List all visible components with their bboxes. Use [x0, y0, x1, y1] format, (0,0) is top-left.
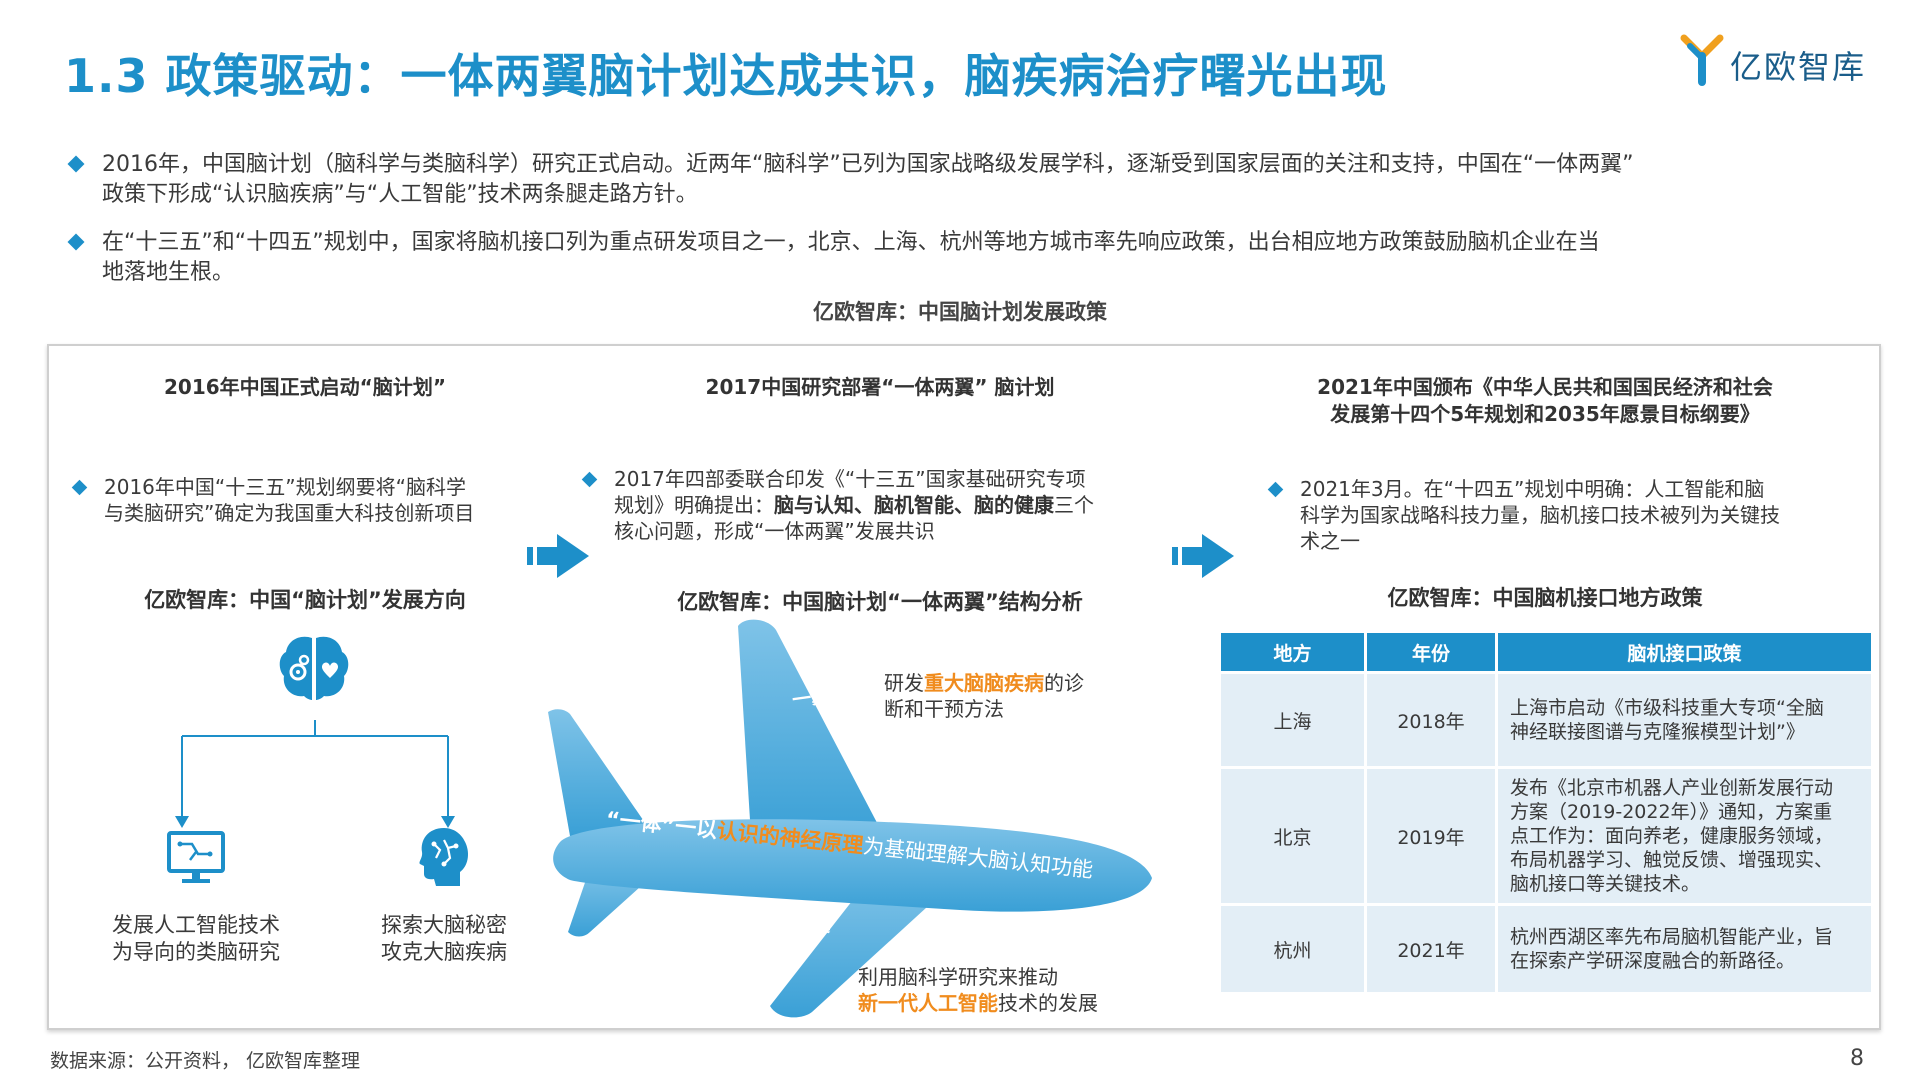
bullet-line: 政策下形成“认识脑疾病”与“人工智能”技术两条腿走路方针。: [102, 182, 698, 207]
col1-heading: 2016年中国正式启动“脑计划”: [164, 375, 446, 399]
col3-heading: 2021年中国颁布《中华人民共和国国民经济和社会发展第十四个5年规划和2035年…: [1317, 375, 1773, 426]
ai-direction-label: 发展人工智能技术为导向的类脑研究: [112, 913, 280, 964]
flow-arrow-icon: [1172, 534, 1234, 578]
monitor-icon: [167, 831, 225, 883]
brand-logo: 亿欧智库: [1680, 28, 1890, 88]
wing-bottom-label: 一翼: [791, 914, 832, 940]
col2-paragraph: 2017年四部委联合印发《“十三五”国家基础研究专项 规划》明确提出：脑与认知、…: [581, 466, 1184, 544]
col2-subheading: 亿欧智库：中国脑计划“一体两翼”结构分析: [677, 590, 1083, 614]
cell-year: 2018年: [1367, 674, 1495, 766]
logo-text: 亿欧智库: [1730, 48, 1867, 86]
col3-paragraph: 2021年3月。在“十四五”规划中明确：人工智能和脑 科学为国家战略科技力量，脑…: [1267, 476, 1850, 554]
flow-arrow-icon: [527, 534, 589, 578]
col2-heading: 2017中国研究部署“一体两翼” 脑计划: [705, 375, 1055, 399]
brain-icon: [279, 636, 349, 700]
wing-top-label: 一翼: [790, 684, 832, 712]
cell-place: 杭州: [1221, 906, 1364, 992]
intro-bullet-1: 2016年，中国脑计划（脑科学与类脑科学）研究正式启动。近两年“脑科学”已列为国…: [67, 150, 1830, 210]
table-row: 北京 2019年 发布《北京市机器人产业创新发展行动方案（2019-2022年）…: [1221, 769, 1871, 903]
local-policy-table: 地方 年份 脑机接口政策 上海 2018年 上海市启动《市级科技重大专项“全脑神…: [1218, 630, 1874, 995]
bullet-line: 地落地生根。: [102, 260, 235, 285]
cell-policy: 杭州西湖区率先布局脑机智能产业，旨在探索产学研深度融合的新路径。: [1498, 906, 1871, 992]
cell-place: 上海: [1221, 674, 1364, 766]
table-header-row: 地方 年份 脑机接口政策: [1221, 633, 1871, 671]
brain-disease-label: 探索大脑秘密攻克大脑疾病: [381, 913, 507, 964]
col2-para-line: 2017年四部委联合印发《“十三五”国家基础研究专项: [614, 467, 1086, 491]
col1-para-line: 与类脑研究”确定为我国重大科技创新项目: [104, 501, 475, 525]
bullet-line: 2016年，中国脑计划（脑科学与类脑科学）研究正式启动。近两年“脑科学”已列为国…: [102, 152, 1634, 177]
col3-para-line: 科学为国家战略科技力量，脑机接口技术被列为关键技: [1300, 503, 1780, 527]
col1-subheading: 亿欧智库：中国“脑计划”发展方向: [144, 588, 466, 612]
col3-subheading: 亿欧智库：中国脑机接口地方政策: [1387, 586, 1703, 610]
page-title: 1.3 政策驱动：一体两翼脑计划达成共识，脑疾病治疗曙光出现: [64, 49, 1388, 103]
logo-mark-icon: [1680, 34, 1724, 86]
table-row: 杭州 2021年 杭州西湖区率先布局脑机智能产业，旨在探索产学研深度融合的新路径…: [1221, 906, 1871, 992]
header-place: 地方: [1221, 633, 1364, 671]
header-year: 年份: [1367, 633, 1495, 671]
col2-para-line: 规划》明确提出：脑与认知、脑机智能、脑的健康三个: [614, 493, 1094, 517]
col1-paragraph: 2016年中国“十三五”规划纲要将“脑科学 与类脑研究”确定为我国重大科技创新项…: [71, 474, 554, 526]
data-source: 数据来源：公开资料， 亿欧智库整理: [50, 1050, 361, 1072]
cell-year: 2019年: [1367, 769, 1495, 903]
cell-place: 北京: [1221, 769, 1364, 903]
cell-policy: 发布《北京市机器人产业创新发展行动方案（2019-2022年）》通知，方案重点工…: [1498, 769, 1871, 903]
col1-para-line: 2016年中国“十三五”规划纲要将“脑科学: [104, 475, 466, 499]
bottom-wing-text: 利用脑科学研究来推动 新一代人工智能技术的发展: [858, 965, 1098, 1015]
cell-year: 2021年: [1367, 906, 1495, 992]
top-wing-text: 研发重大脑脑疾病的诊 断和干预方法: [884, 671, 1084, 721]
cell-policy: 上海市启动《市级科技重大专项“全脑神经联接图谱与克隆猴模型计划”》: [1498, 674, 1871, 766]
direction-connector: [175, 720, 455, 828]
bullet-line: 在“十三五”和“十四五”规划中，国家将脑机接口列为重点研发项目之一，北京、上海、…: [102, 230, 1600, 255]
col2-para-line: 核心问题，形成“一体两翼”发展共识: [614, 519, 935, 543]
policy-frame: [47, 344, 1881, 1030]
table-row: 上海 2018年 上海市启动《市级科技重大专项“全脑神经联接图谱与克隆猴模型计划…: [1221, 674, 1871, 766]
header-policy: 脑机接口政策: [1498, 633, 1871, 671]
chart-title: 亿欧智库：中国脑计划发展政策: [813, 300, 1107, 324]
airplane-diagram: [548, 619, 1152, 1018]
col3-para-line: 术之一: [1300, 529, 1360, 553]
col3-para-line: 2021年3月。在“十四五”规划中明确：人工智能和脑: [1300, 477, 1765, 501]
intro-bullet-2: 在“十三五”和“十四五”规划中，国家将脑机接口列为重点研发项目之一，北京、上海、…: [67, 228, 1830, 288]
page-number: 8: [1850, 1046, 1864, 1071]
head-brain-icon: [419, 828, 468, 886]
